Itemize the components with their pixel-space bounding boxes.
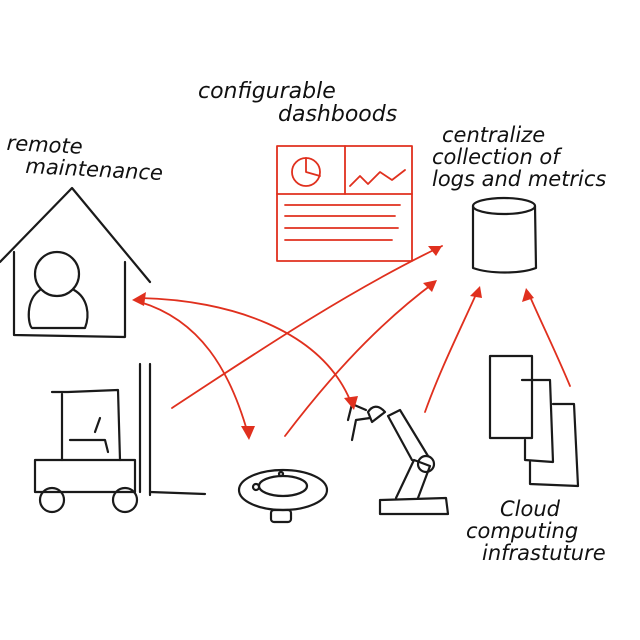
forklift-icon xyxy=(33,362,207,514)
centralize-line-2: collection of xyxy=(432,145,560,170)
dashboards-line-2: dashboods xyxy=(278,102,398,128)
remote-maintenance-label: remote maintenance xyxy=(5,131,165,185)
centralize-label: centralize collection of logs and metric… xyxy=(432,124,606,190)
cloud-line-1: Cloud xyxy=(500,497,560,521)
robot-arm-icon xyxy=(346,402,450,516)
data-flow-arrows xyxy=(132,245,571,440)
centralize-line-1: centralize xyxy=(442,123,546,147)
house-icon xyxy=(0,186,152,339)
database-icon xyxy=(471,196,538,274)
dashboard-icon xyxy=(276,145,413,262)
centralize-line-3: logs and metrics xyxy=(432,167,607,192)
cloud-computing-label: Cloud computing infrastuture xyxy=(466,498,606,564)
cloud-line-2: computing xyxy=(466,519,579,544)
dashboards-line-1: configurable xyxy=(198,79,336,104)
servers-icon xyxy=(488,354,580,488)
configurable-dashboards-label: configurable dashboods xyxy=(198,80,397,126)
person-icon xyxy=(27,250,89,330)
robot-vacuum-icon xyxy=(237,468,329,524)
cloud-line-3: infrastuture xyxy=(482,541,606,566)
